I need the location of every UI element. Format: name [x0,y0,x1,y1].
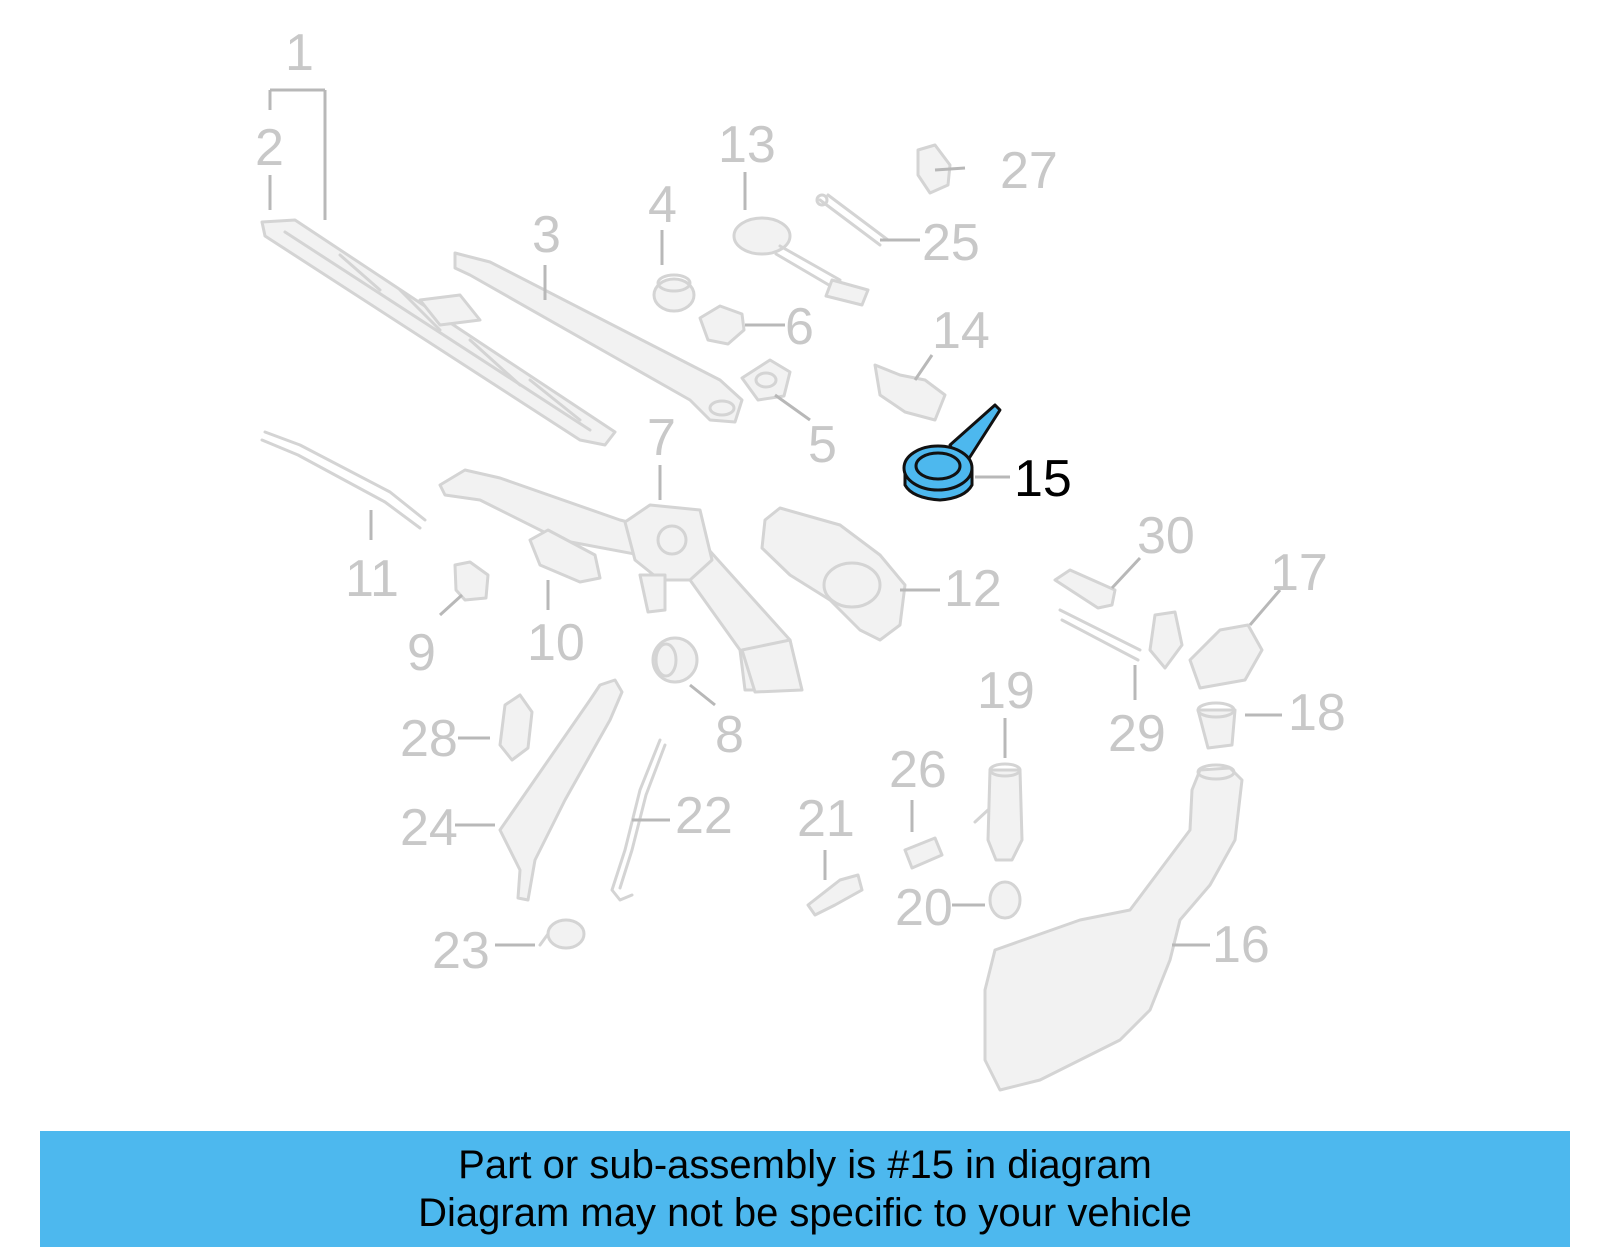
highlighted-part-15 [902,403,1002,502]
parts-diagram: 1 2 3 4 5 6 7 8 9 10 11 12 13 14 15 16 1… [255,24,1346,1092]
switch-part [1053,568,1117,610]
callout-7: 7 [647,409,676,467]
callout-23: 23 [432,922,490,980]
linkage-part [438,468,804,694]
callout-5: 5 [808,416,837,474]
bushing-part [651,636,699,684]
callout-1: 1 [285,24,314,82]
hose-part [260,430,427,530]
callout-14: 14 [932,302,990,360]
sensor-part [732,216,870,307]
callout-11: 11 [345,550,399,608]
callout-19: 19 [977,662,1035,720]
callout-2: 2 [255,119,284,177]
washer-pump-part [973,762,1024,862]
filler-cap-part [1196,701,1237,750]
banner-line-part-number: Part or sub-assembly is #15 in diagram [458,1143,1152,1187]
callout-18: 18 [1288,684,1346,742]
small-clip-part [453,560,490,602]
cap-part [652,273,696,313]
info-banner: Part or sub-assembly is #15 in diagram D… [40,1131,1570,1247]
callout-27: 27 [1000,142,1058,200]
nozzle-part [498,693,534,762]
wiper-arm-part [453,251,744,424]
callout-25: 25 [922,214,980,272]
callout-22: 22 [675,787,733,845]
callout-29: 29 [1108,705,1166,763]
level-sensor-part [1058,608,1184,670]
callout-12: 12 [944,560,1002,618]
callout-28: 28 [400,710,458,768]
washer-hose-part [610,738,667,902]
banner-line-disclaimer: Diagram may not be specific to your vehi… [418,1191,1192,1235]
pin-part [815,193,890,247]
callout-20: 20 [895,879,953,937]
push-clip-part [538,918,586,950]
connector-part [916,143,952,195]
callout-4: 4 [648,176,677,234]
nut-part [698,304,746,346]
leader-lines [268,88,1282,947]
elbow-part [806,873,864,917]
wiper-blade-part [260,218,617,447]
callout-labels: 1 2 3 4 5 6 7 8 9 10 11 12 13 14 15 16 1… [255,24,1346,980]
cowl-part [498,678,624,902]
bracket-part [873,363,947,422]
callout-3: 3 [532,206,561,264]
callout-8: 8 [715,706,744,764]
grommet-part [740,358,792,402]
clip-part [528,528,602,584]
callout-15: 15 [1014,450,1072,508]
callout-24: 24 [400,799,458,857]
callout-30: 30 [1137,507,1195,565]
cap-bracket-part [1188,623,1264,690]
callout-9: 9 [407,624,436,682]
washer-reservoir-part [983,763,1244,1092]
wiper-motor-part [760,506,907,642]
callout-10: 10 [527,614,585,672]
callout-16: 16 [1212,916,1270,974]
callout-21: 21 [797,790,855,848]
seal-part [988,880,1022,920]
callout-13: 13 [718,116,776,174]
tube-part [903,836,944,870]
callout-26: 26 [889,741,947,799]
callout-17: 17 [1270,544,1328,602]
callout-6: 6 [785,298,814,356]
